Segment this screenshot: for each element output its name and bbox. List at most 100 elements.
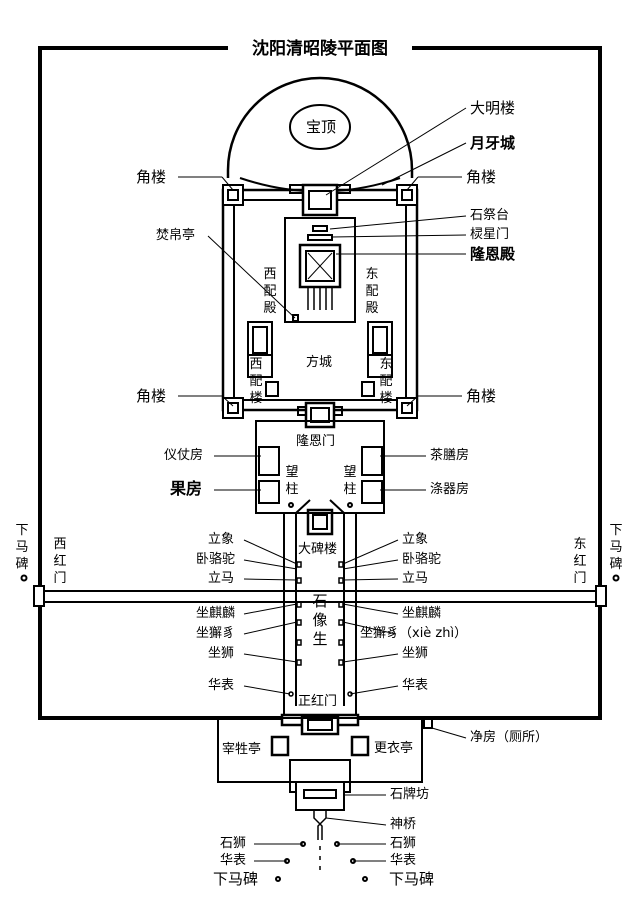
west-side-hall — [252, 326, 268, 354]
label-woluotuo-west: 卧骆驼 — [196, 552, 236, 567]
label-zuoqilin-east: 坐麒麟 — [402, 606, 442, 621]
label-daminglou: 大明楼 — [470, 99, 516, 117]
west-side-tower — [247, 354, 273, 378]
corner-tower-se-core — [401, 402, 413, 414]
great-stele-tower-core — [312, 514, 328, 530]
east-side-tower — [367, 354, 393, 378]
sacred-bridge — [313, 810, 327, 840]
leader-lines — [178, 107, 467, 862]
label-lima-east: 立马 — [402, 571, 429, 586]
stone-altar — [312, 225, 328, 232]
label-zuoqilin-west: 坐麒麟 — [196, 606, 236, 621]
label-lixiang-east: 立象 — [402, 532, 429, 547]
label-xiamabei-south-east: 下马碑 — [389, 870, 435, 888]
label-shishi-west: 石狮 — [220, 836, 247, 851]
label-xiamabei-south-west: 下马碑 — [213, 870, 259, 888]
page-title: 沈阳清昭陵平面图 — [252, 39, 388, 59]
east-side-hall — [372, 326, 388, 354]
label-xihongmen: 西红门 — [53, 537, 67, 586]
robing-pavilion — [350, 735, 370, 757]
label-xipeidian: 西配殿 — [263, 267, 277, 316]
label-diqifang: 涤器房 — [430, 482, 470, 497]
label-fangcheng: 方城 — [306, 355, 333, 370]
corner-tower-sw — [222, 397, 244, 419]
dish-house — [361, 480, 383, 504]
label-shishi-east: 石狮 — [390, 836, 417, 851]
watch-pillar-west — [288, 502, 294, 508]
slaughter-pavilion — [270, 735, 290, 757]
label-lima-west: 立马 — [208, 571, 235, 586]
label-lingxingmen: 棂星门 — [470, 227, 510, 242]
label-jiaolou-se: 角楼 — [466, 387, 497, 405]
south-dismount-west — [275, 876, 281, 882]
tea-house — [361, 446, 383, 476]
label-baoding: 宝顶 — [306, 118, 337, 136]
label-fenboting: 焚帛亭 — [156, 228, 196, 243]
ceremonial-house — [258, 446, 280, 476]
watch-pillar-east — [347, 502, 353, 508]
label-zuoxiezhi-east: 坐獬豸（xiè zhì） — [360, 626, 468, 641]
label-longendian: 隆恩殿 — [470, 245, 516, 263]
label-dongpeidian: 东配殿 — [365, 267, 379, 316]
label-yizhangfang: 仪仗房 — [164, 448, 204, 463]
label-xipeilou: 西配楼 — [249, 357, 263, 406]
label-wangzhu-east: 望柱 — [343, 465, 357, 497]
label-shixiangsheng: 石像生 — [312, 592, 328, 648]
longen-hall-core — [305, 250, 335, 282]
label-zhenghongmen: 正红门 — [298, 694, 338, 709]
label-gengyiting: 更衣亭 — [374, 741, 414, 756]
toilet-house — [423, 717, 433, 729]
label-jiaolou-ne: 角楼 — [466, 168, 497, 186]
label-jiaolou-sw: 角楼 — [136, 387, 167, 405]
corner-tower-se — [396, 397, 418, 419]
label-xiamabei-east: 下马碑 — [609, 523, 623, 572]
inner-courtyard — [284, 217, 356, 323]
label-shijitai: 石祭台 — [470, 208, 510, 223]
label-shipaifang: 石牌坊 — [390, 787, 430, 802]
west-side-tower-core — [265, 381, 279, 397]
label-zuoxiezhi-west: 坐獬豸 — [196, 626, 236, 641]
corner-tower-ne — [396, 184, 418, 206]
label-dabeilou: 大碑楼 — [298, 542, 338, 557]
title-background — [228, 36, 412, 62]
label-huabiao-south-west: 华表 — [220, 853, 247, 868]
sacred-way-inner — [295, 513, 345, 706]
east-side-tower-core — [361, 381, 375, 397]
label-huabiao-west: 华表 — [208, 678, 235, 693]
label-xiamabei-west: 下马碑 — [15, 523, 29, 572]
west-red-gate-block — [33, 585, 45, 607]
label-zuoshi-west: 坐狮 — [208, 646, 235, 661]
label-jiaolou-nw: 角楼 — [136, 168, 167, 186]
label-chashanfang: 茶膳房 — [430, 448, 470, 463]
label-longenmen: 隆恩门 — [296, 434, 336, 449]
label-huabiao-south-east: 华表 — [390, 853, 417, 868]
burning-pavilion — [292, 314, 299, 322]
great-stele-tower — [306, 508, 334, 536]
baoding-ellipse — [289, 104, 351, 150]
label-dongpeilou: 东配楼 — [379, 357, 393, 406]
east-red-gate-block — [595, 585, 607, 607]
ming-tower-core — [308, 190, 332, 210]
label-shenqiao: 神桥 — [390, 817, 417, 832]
label-woluotuo-east: 卧骆驼 — [402, 552, 442, 567]
east-dismount-stele-mark — [612, 574, 620, 582]
fruit-house — [258, 480, 280, 504]
label-guofang: 果房 — [170, 479, 203, 498]
treasure-mound — [226, 76, 414, 178]
zhenghong-gate-core — [307, 719, 333, 731]
label-yueyacheng: 月牙城 — [470, 134, 516, 152]
label-lixiang-west: 立象 — [208, 532, 235, 547]
label-huabiao-east: 华表 — [402, 678, 429, 693]
corner-tower-sw-core — [227, 402, 239, 414]
corner-tower-nw — [222, 184, 244, 206]
lattice-gate — [307, 234, 333, 241]
label-wangzhu-west: 望柱 — [285, 465, 299, 497]
label-zuoshi-east: 坐狮 — [402, 646, 429, 661]
label-donghongmen: 东红门 — [573, 537, 587, 586]
south-dismount-east — [362, 876, 368, 882]
west-dismount-stele-mark — [20, 574, 28, 582]
label-jingfang: 净房（厕所） — [470, 730, 549, 745]
label-zaishengting: 宰牲亭 — [222, 742, 262, 757]
stone-archway-core — [303, 789, 337, 799]
